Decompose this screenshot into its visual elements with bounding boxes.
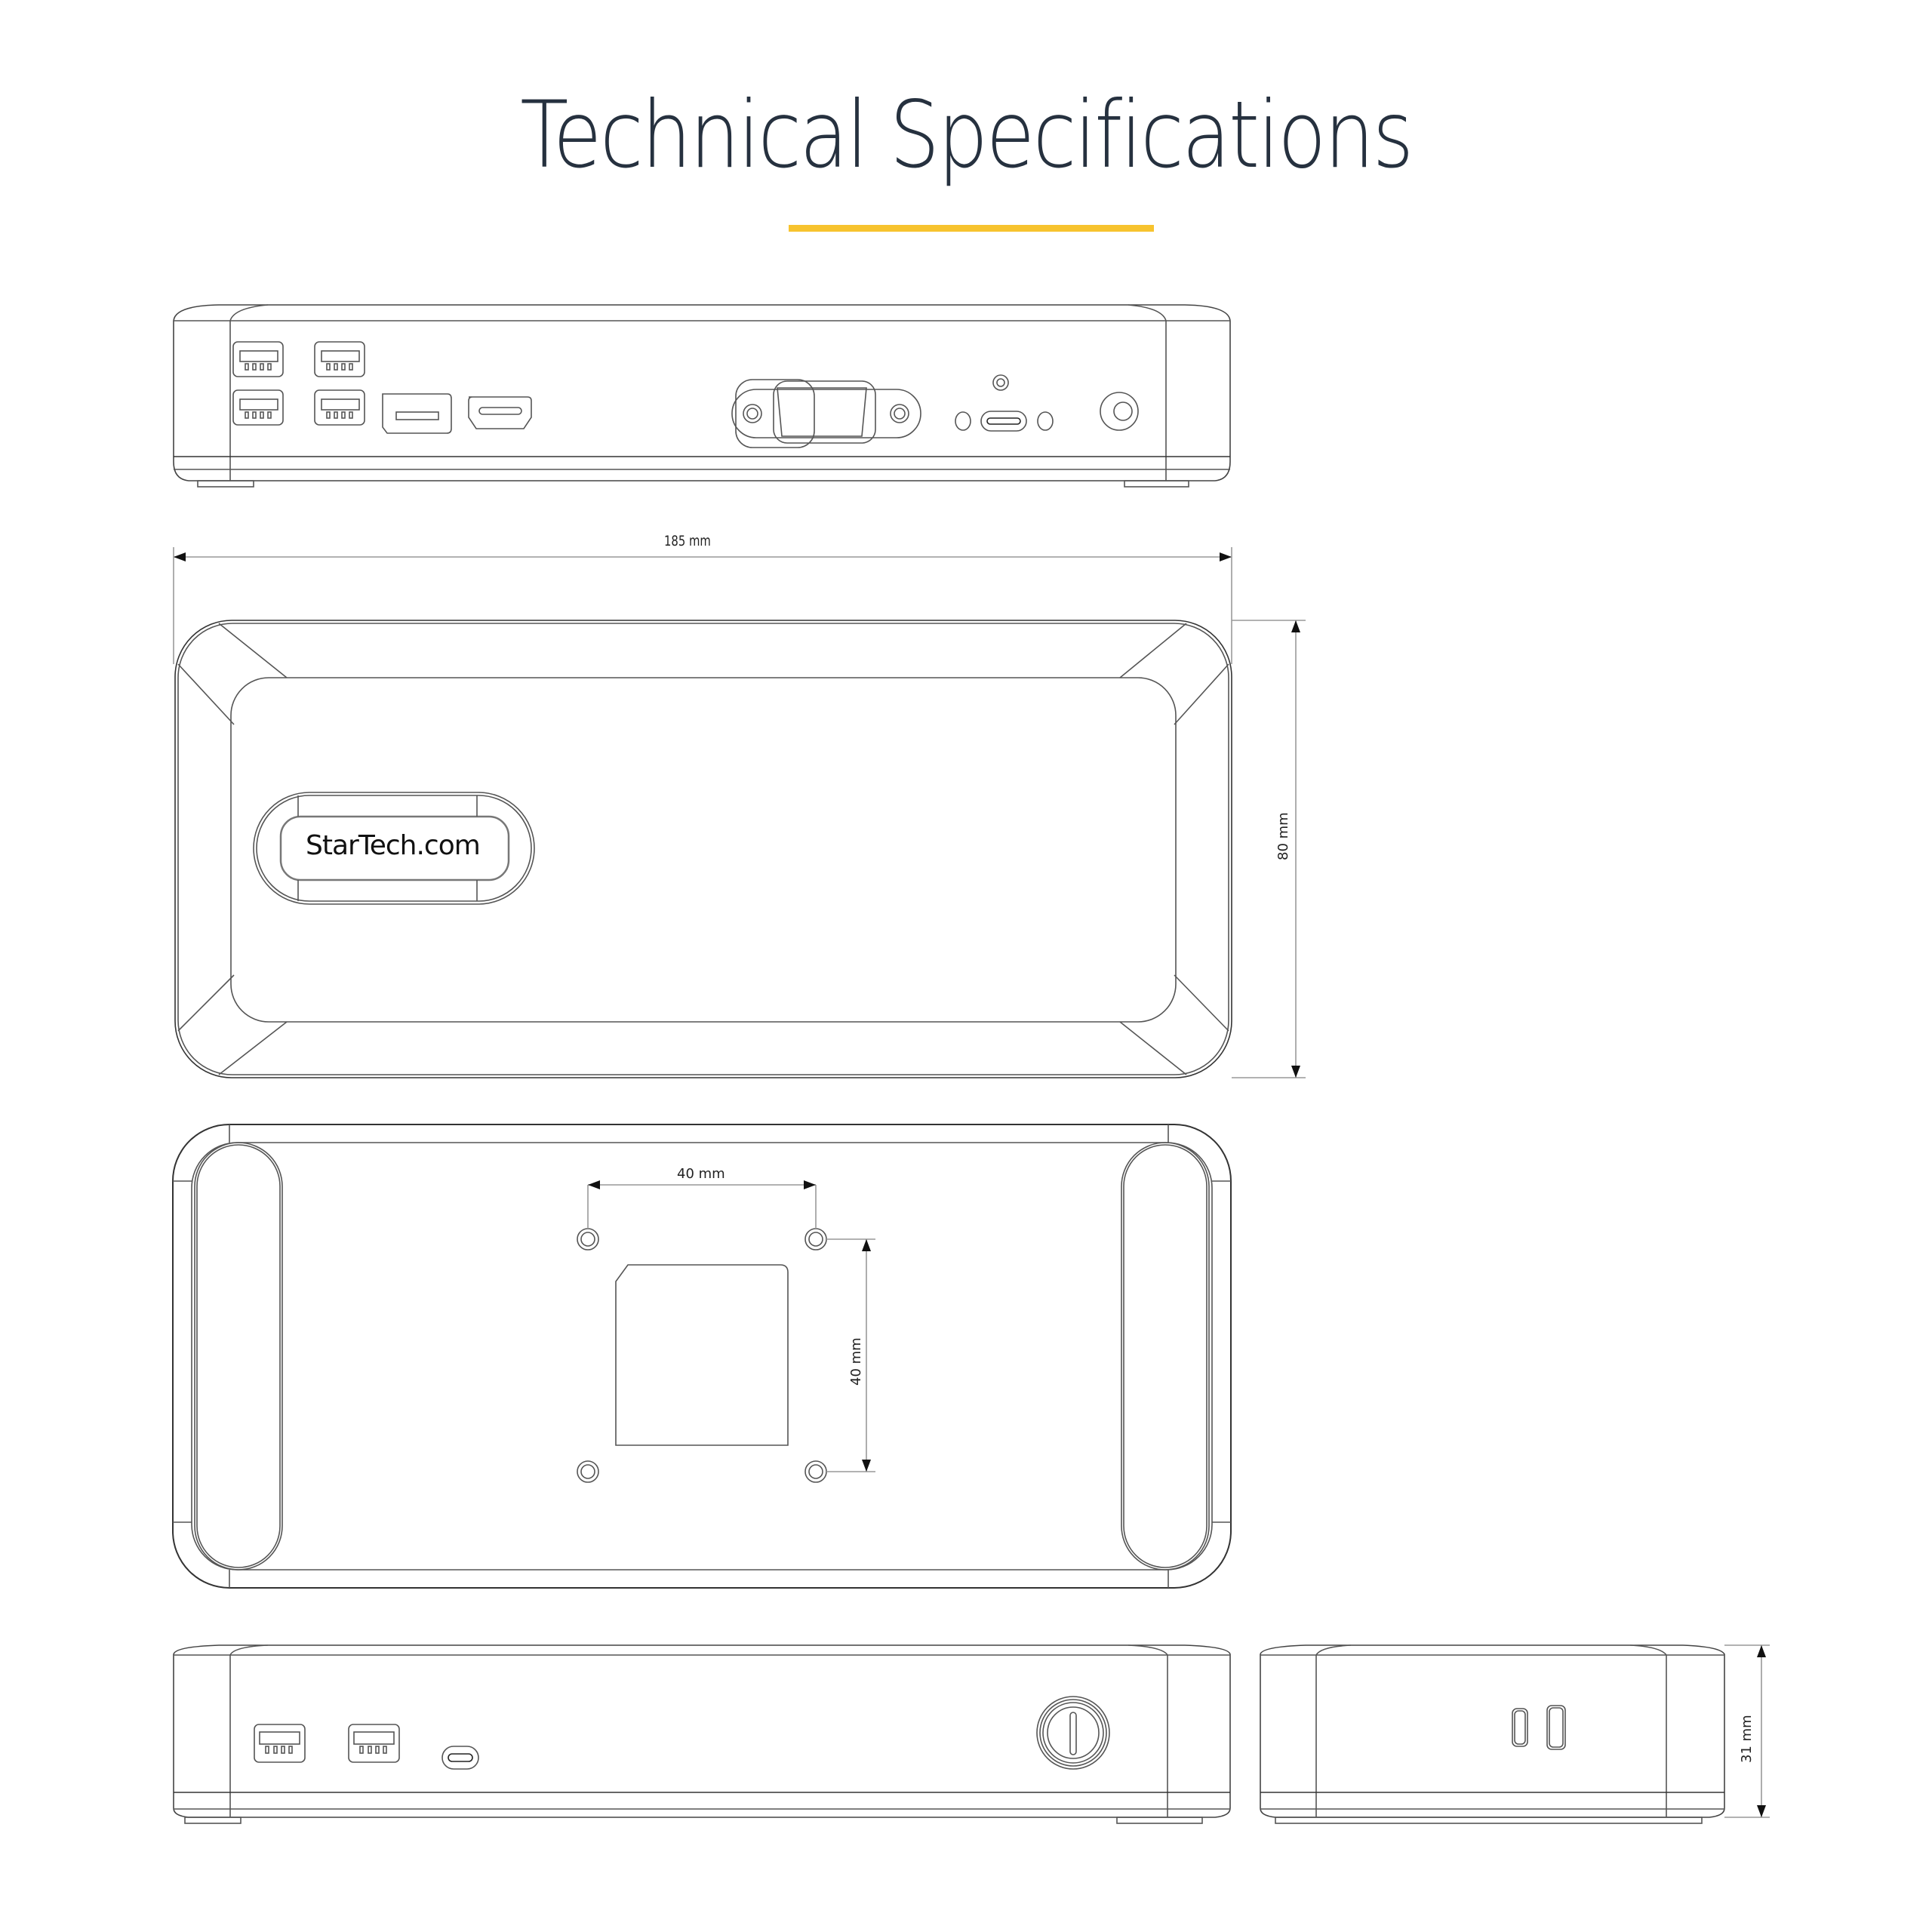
page-title: Technical Specifications: [520, 82, 1414, 189]
displayport-icon: [382, 393, 452, 434]
top-view: [173, 547, 1306, 1078]
led-indicators: [1512, 1705, 1566, 1750]
lock-slot-icon: [1036, 1696, 1110, 1770]
usb-a-port-icon: [314, 341, 365, 377]
usb-c-host-port-icon: [955, 374, 1054, 432]
dc-power-port-icon: [1100, 392, 1139, 431]
rubber-foot: [1121, 1142, 1210, 1571]
width-dimension-label: 185 mm: [664, 533, 711, 549]
logo-badge: [253, 792, 535, 905]
height-dimension-label: 31 mm: [1739, 1715, 1755, 1763]
usb-a-port-icon: [232, 341, 284, 377]
label-area: [615, 1264, 789, 1446]
vesa-mount-holes: [577, 1228, 827, 1483]
usb-a-port-icon: [314, 389, 365, 426]
vga-port-icon: [731, 379, 921, 448]
depth-dimension-label: 80 mm: [1275, 812, 1291, 860]
rubber-foot: [194, 1142, 283, 1571]
usb-a-port-icon: [254, 1724, 306, 1763]
hdmi-port-icon: [468, 396, 532, 429]
bottom-view: [172, 1124, 1232, 1589]
title-accent-underline: [789, 225, 1154, 232]
usb-a-port-icon: [348, 1724, 400, 1763]
usb-c-port-icon: [441, 1746, 479, 1770]
brand-logo: StarTech.com: [306, 830, 481, 861]
vesa-horizontal-dimension-label: 40 mm: [677, 1166, 725, 1182]
front-view: [173, 1644, 1231, 1824]
side-view: [1260, 1644, 1770, 1824]
vesa-vertical-dimension-label: 40 mm: [848, 1337, 864, 1386]
usb-a-port-icon: [232, 389, 284, 426]
rear-view: [173, 304, 1231, 488]
